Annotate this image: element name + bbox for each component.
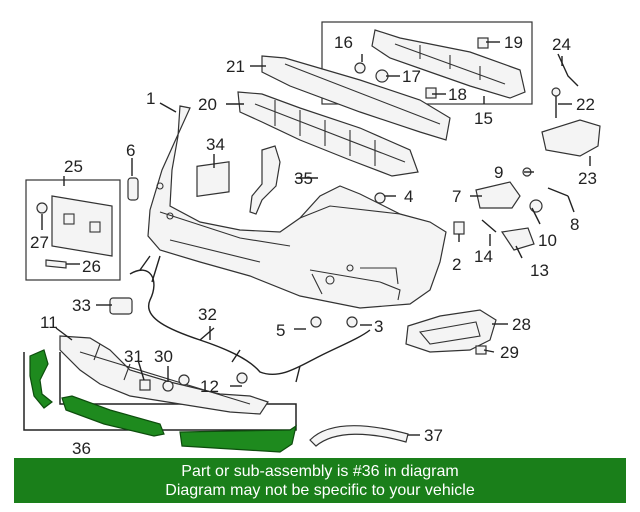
leader-lines bbox=[41, 41, 591, 436]
callout-labels: 1 2 3 4 5 6 7 8 9 10 11 12 13 14 15 16 1… bbox=[30, 33, 597, 458]
callout-31: 31 bbox=[124, 347, 143, 366]
part-34-module bbox=[196, 161, 230, 197]
part-37-molding bbox=[309, 425, 409, 447]
part-26-screw bbox=[45, 259, 67, 269]
callout-21: 21 bbox=[226, 57, 245, 76]
callout-23: 23 bbox=[578, 169, 597, 188]
callout-27: 27 bbox=[30, 233, 49, 252]
callout-19: 19 bbox=[504, 33, 523, 52]
part-25-plate-bracket bbox=[51, 195, 113, 257]
callout-22: 22 bbox=[576, 95, 595, 114]
callout-26: 26 bbox=[82, 257, 101, 276]
callout-34: 34 bbox=[206, 135, 225, 154]
info-banner: Part or sub-assembly is #36 in diagram D… bbox=[14, 458, 626, 503]
callout-2: 2 bbox=[452, 255, 461, 274]
callout-24: 24 bbox=[552, 35, 571, 54]
callout-30: 30 bbox=[154, 347, 173, 366]
callout-10: 10 bbox=[538, 231, 557, 250]
callout-8: 8 bbox=[570, 215, 579, 234]
callout-11: 11 bbox=[40, 313, 58, 332]
part-20-impact-bar bbox=[237, 91, 419, 177]
callout-17: 17 bbox=[402, 67, 421, 86]
callout-28: 28 bbox=[512, 315, 531, 334]
part-1-bumper-cover bbox=[147, 105, 447, 309]
banner-line-1: Part or sub-assembly is #36 in diagram bbox=[181, 463, 459, 480]
part-21-absorber bbox=[261, 55, 451, 141]
callout-29: 29 bbox=[500, 343, 519, 362]
parts-diagram: 1 2 3 4 5 6 7 8 9 10 11 12 13 14 15 16 1… bbox=[23, 21, 601, 458]
callout-12: 12 bbox=[200, 377, 219, 396]
callout-14: 14 bbox=[474, 247, 493, 266]
callout-7: 7 bbox=[452, 187, 461, 206]
callout-18: 18 bbox=[448, 85, 467, 104]
callout-33: 33 bbox=[72, 296, 91, 315]
part-32-wiring-harness bbox=[129, 269, 371, 376]
part-33-sensor bbox=[109, 297, 133, 315]
callout-32: 32 bbox=[198, 305, 217, 324]
part-23-bracket bbox=[541, 119, 601, 157]
part-36-molding-center bbox=[61, 395, 165, 437]
banner-line-2: Diagram may not be specific to your vehi… bbox=[165, 482, 475, 499]
part-13-bracket bbox=[500, 227, 535, 251]
callout-6: 6 bbox=[126, 141, 135, 160]
callout-15: 15 bbox=[474, 109, 493, 128]
group-box-36 bbox=[23, 352, 297, 431]
callout-36: 36 bbox=[72, 439, 91, 458]
part-6-clip bbox=[127, 177, 139, 201]
part-35-bracket bbox=[249, 145, 281, 215]
callout-37: 37 bbox=[424, 426, 443, 445]
callout-1: 1 bbox=[146, 89, 155, 108]
part-36-molding-left bbox=[29, 349, 53, 409]
callout-35: 35 bbox=[294, 169, 313, 188]
callout-13: 13 bbox=[530, 261, 549, 280]
group-box-25 bbox=[25, 179, 121, 281]
callout-4: 4 bbox=[404, 187, 413, 206]
part-7-bracket bbox=[475, 181, 521, 209]
callout-16: 16 bbox=[334, 33, 353, 52]
part-11-lower-deflector bbox=[59, 335, 269, 415]
callout-9: 9 bbox=[494, 163, 503, 182]
part-27-clip bbox=[36, 202, 48, 214]
callout-25: 25 bbox=[64, 157, 83, 176]
callout-20: 20 bbox=[198, 95, 217, 114]
part-36-molding-right bbox=[179, 424, 297, 453]
callout-5: 5 bbox=[276, 321, 285, 340]
callout-3: 3 bbox=[374, 317, 383, 336]
